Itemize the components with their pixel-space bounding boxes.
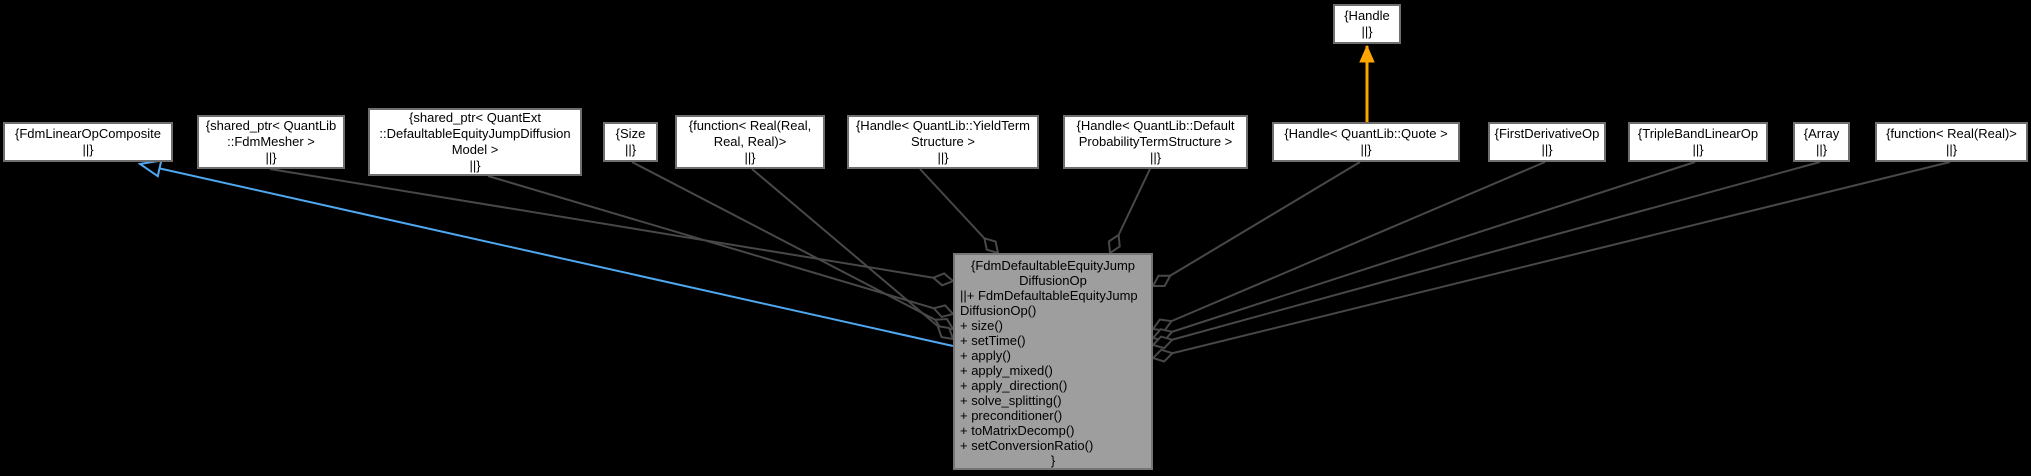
edge-usage-from-size xyxy=(631,161,955,331)
class-node-label: Real, Real)> xyxy=(713,134,787,149)
class-node-shared-ptr-quantlib-fdm-mesher[interactable]: {shared_ptr< QuantLib::FdmMesher >||} xyxy=(197,115,345,169)
class-node-label: {function< Real(Real, xyxy=(688,118,812,133)
class-node-label: {FdmDefaultableEquityJump xyxy=(970,258,1136,273)
class-node-label: ||} xyxy=(1360,142,1372,157)
class-node-shared-ptr-quantext-defaultable-equity-jump-diffusion-model[interactable]: {shared_ptr< QuantExt::DefaultableEquity… xyxy=(368,108,582,176)
class-node-label: {Handle< QuantLib::Default xyxy=(1076,118,1235,133)
class-node-label: ||} xyxy=(82,142,94,157)
class-node-triple-band-linear-op[interactable]: {TripleBandLinearOp||} xyxy=(1628,122,1768,162)
class-node-label: DiffusionOp xyxy=(1019,273,1087,288)
class-node-label: + setTime() xyxy=(960,333,1026,348)
class-node-label: {Handle< QuantLib::Quote > xyxy=(1284,126,1448,141)
class-node-label: ||} xyxy=(1361,24,1373,39)
class-node-label: ::DefaultableEquityJumpDiffusion xyxy=(379,126,571,141)
class-node-handle[interactable]: {Handle||} xyxy=(1333,4,1401,44)
edge-usage-from-shared-ptr-quantext-defaultable-equity-jump-diffusion-model xyxy=(487,175,955,319)
class-node-label: ||} xyxy=(624,142,637,157)
edge-usage-from-array xyxy=(1151,161,1821,350)
edge-usage-from-function-real-real xyxy=(1151,161,1951,363)
class-node-label: ProbabilityTermStructure > xyxy=(1078,134,1233,149)
class-node-size[interactable]: {Size||} xyxy=(603,122,658,162)
class-node-label: ||} xyxy=(1945,142,1958,157)
class-node-label: + apply_direction() xyxy=(960,378,1068,393)
class-node-label: ||+ FdmDefaultableEquityJump xyxy=(960,288,1138,303)
class-node-label: {Size xyxy=(615,126,646,141)
class-node-label: ||} xyxy=(744,150,756,165)
class-node-label: {Handle xyxy=(1344,8,1390,23)
class-node-label: ||} xyxy=(265,150,277,165)
class-node-function-real-real[interactable]: {function< Real(Real)>||} xyxy=(1875,122,2028,162)
edge-usage-from-handle-quantlib-yield-term-structure xyxy=(919,168,1000,255)
class-node-label: } xyxy=(1050,453,1056,468)
class-node-label: {FdmLinearOpComposite xyxy=(15,126,161,141)
edge-public-inheritance-from-fdm-defaultable-equity-jump-diffusion-op xyxy=(137,159,954,347)
edge-usage-from-triple-band-linear-op xyxy=(1151,161,1696,342)
edge-usage-from-handle-quantlib-quote xyxy=(1151,161,1361,288)
class-node-fdm-linear-op-composite[interactable]: {FdmLinearOpComposite||} xyxy=(3,122,173,162)
class-node-label: ||} xyxy=(1541,142,1553,157)
class-node-label: + toMatrixDecomp() xyxy=(960,423,1075,438)
edge-usage-from-shared-ptr-quantlib-fdm-mesher xyxy=(269,168,955,287)
class-node-label: ||} xyxy=(1149,150,1162,165)
class-node-label: ||} xyxy=(1815,142,1828,157)
class-node-label: ||} xyxy=(937,150,949,165)
class-node-label: ::FdmMesher > xyxy=(227,134,315,149)
class-node-label: {shared_ptr< QuantExt xyxy=(409,110,541,125)
class-node-label: ||} xyxy=(1692,142,1704,157)
edge-usage-from-handle-quantlib-default-probability-term-structure xyxy=(1107,168,1151,255)
class-node-handle-quantlib-quote[interactable]: {Handle< QuantLib::Quote >||} xyxy=(1272,122,1460,162)
class-node-label: + apply_mixed() xyxy=(960,363,1053,378)
class-node-label: DiffusionOp() xyxy=(960,303,1037,318)
class-node-label: {function< Real(Real)> xyxy=(1886,126,2017,141)
class-node-label: ||} xyxy=(469,158,481,173)
class-node-label: {Handle< QuantLib::YieldTerm xyxy=(855,118,1031,133)
class-node-label: + preconditioner() xyxy=(960,408,1063,423)
edge-usage-from-function-real-real-real-real xyxy=(751,168,955,341)
class-node-label: {TripleBandLinearOp xyxy=(1637,126,1759,141)
edge-usage-from-first-derivative-op xyxy=(1151,161,1546,332)
class-node-label: + setConversionRatio() xyxy=(960,438,1094,453)
class-node-label: Model > xyxy=(451,142,499,157)
class-node-first-derivative-op[interactable]: {FirstDerivativeOp||} xyxy=(1488,122,1606,162)
class-node-label: {FirstDerivativeOp xyxy=(1494,126,1600,141)
class-node-label: + size() xyxy=(960,318,1003,333)
class-node-label: + apply() xyxy=(960,348,1011,363)
class-node-label: + solve_splitting() xyxy=(960,393,1062,408)
class-node-label: {Array xyxy=(1803,126,1840,141)
class-node-array[interactable]: {Array||} xyxy=(1793,122,1850,162)
class-node-label: {shared_ptr< QuantLib xyxy=(205,118,337,133)
class-node-function-real-real-real-real[interactable]: {function< Real(Real,Real, Real)>||} xyxy=(675,115,825,169)
class-node-label: Structure > xyxy=(911,134,975,149)
